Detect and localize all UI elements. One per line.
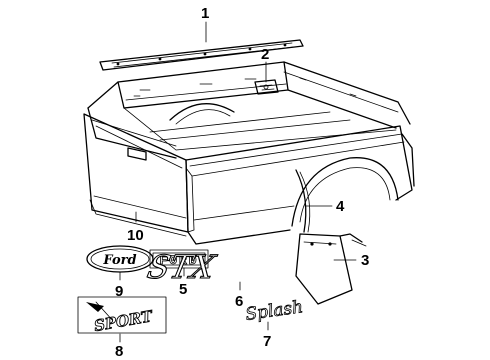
callout-4: 4 (336, 198, 345, 215)
splash-emblem: Splash (244, 297, 305, 326)
tie-down-bracket (254, 79, 279, 95)
callout-10: 10 (127, 227, 144, 244)
callout-labels: 1 2 3 4 5 6 7 8 9 10 (115, 5, 369, 360)
callout-5: 5 (179, 281, 187, 298)
callout-2: 2 (261, 46, 269, 63)
bed-rail-molding (99, 39, 304, 71)
mud-flap (295, 233, 367, 305)
stx-emblem: STX (144, 248, 221, 287)
callout-8: 8 (115, 343, 123, 360)
callout-3: 3 (361, 252, 369, 269)
ford-oval-text: Ford (102, 253, 136, 268)
sport-text: SPORT (93, 307, 156, 335)
splash-text: Splash (244, 297, 304, 325)
ford-oval-emblem: Ford (86, 245, 154, 273)
callout-1: 1 (201, 5, 209, 22)
splash-shield (295, 169, 311, 233)
callout-9: 9 (115, 283, 123, 300)
ford-letters-text: FORD (159, 253, 198, 268)
leader-lines (119, 21, 357, 343)
ford-letters-emblem: FORD (149, 249, 209, 269)
sport-emblem: SPORT (77, 296, 167, 335)
callout-6: 6 (235, 293, 243, 310)
callout-7: 7 (263, 333, 271, 350)
stx-text: STX (144, 248, 220, 286)
truck-bed (83, 61, 415, 245)
